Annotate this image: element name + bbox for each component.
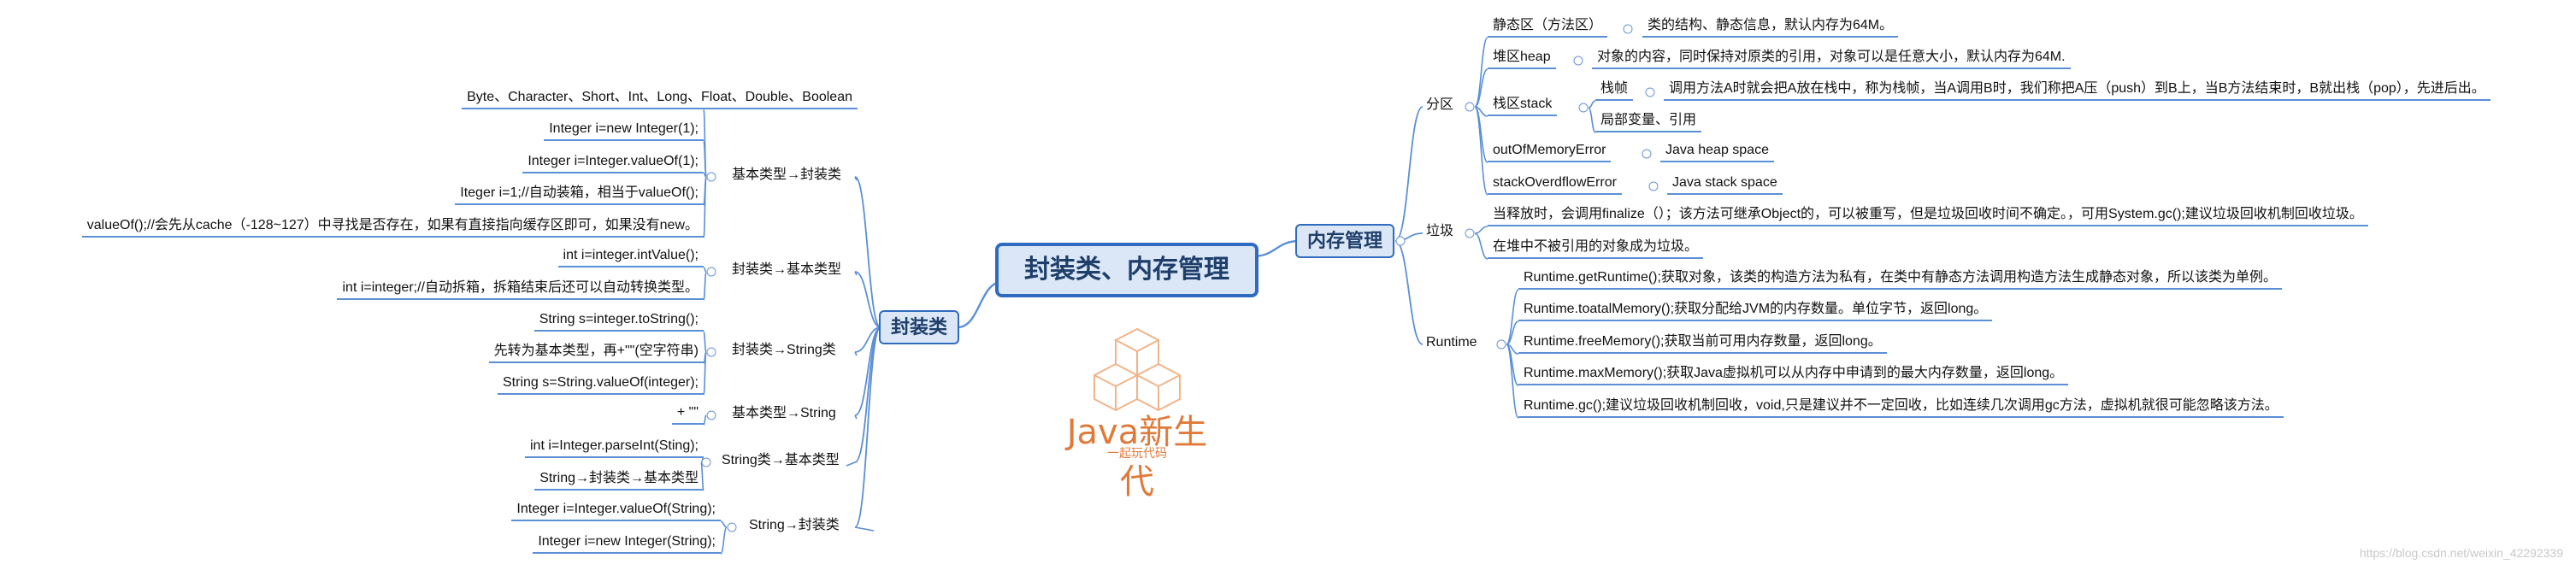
connector-line	[1506, 344, 1519, 419]
collapse-knob[interactable]	[706, 172, 716, 182]
collapse-knob[interactable]	[727, 522, 737, 532]
leaf-stack-locals[interactable]: 局部变量、引用	[1595, 112, 1702, 132]
branch-memory-management[interactable]: 内存管理	[1294, 224, 1395, 258]
collapse-knob[interactable]	[1496, 339, 1506, 350]
connector-line	[854, 271, 858, 276]
connector-line	[1394, 240, 1424, 345]
collapse-knob[interactable]	[706, 347, 716, 357]
logo-subtitle: 一起玩代码	[1107, 446, 1167, 460]
collapse-knob[interactable]	[706, 410, 716, 420]
leaf-string-valueof[interactable]: String s=String.valueOf(integer);	[498, 374, 704, 395]
leaf-concat-empty-string[interactable]: 先转为基本类型，再+""(空字符串)	[488, 343, 704, 363]
leaf-max-memory[interactable]: Runtime.maxMemory();获取Java虚拟机可以从内存中申请到的最…	[1518, 365, 2069, 385]
leaf-wrapper-type-list[interactable]: Byte、Character、Short、Int、Long、Float、Doub…	[462, 89, 858, 109]
collapse-knob[interactable]	[1578, 103, 1589, 113]
connector-line	[703, 351, 707, 396]
collapse-knob[interactable]	[706, 267, 716, 277]
connector-line	[1474, 68, 1488, 108]
topic-primitive-to-string[interactable]: 基本类型→String	[732, 406, 836, 420]
collapse-knob[interactable]	[1573, 56, 1583, 66]
connector-line	[854, 526, 875, 532]
leaf-integer-valueof[interactable]: Integer i=Integer.valueOf(1);	[522, 153, 704, 173]
topic-wrapper-to-primitive[interactable]: 封装类→基本类型	[732, 262, 842, 277]
node-stack-overflow-error[interactable]: stackOverdflowError	[1488, 174, 1622, 195]
leaf-free-memory[interactable]: Runtime.freeMemory();获取当前可用内存数量，返回long。	[1518, 333, 1887, 354]
node-out-of-memory-error[interactable]: outOfMemoryError	[1488, 142, 1612, 162]
connector-line	[1474, 232, 1488, 260]
leaf-new-integer[interactable]: Integer i=new Integer(1);	[544, 120, 704, 141]
connector-line	[703, 271, 707, 301]
leaf-unreferenced-garbage[interactable]: 在堆中不被引用的对象成为垃圾。	[1488, 238, 1704, 259]
connector-line	[703, 414, 707, 426]
leaf-integer-valueof-string[interactable]: Integer i=Integer.valueOf(String);	[511, 501, 721, 521]
leaf-valueof-cache[interactable]: valueOf();//会先从cache（-128~127）中寻找是否存在，如果…	[81, 217, 704, 238]
java-logo-cubes-icon	[1093, 327, 1181, 412]
leaf-autoboxing[interactable]: Iteger i=1;//自动装箱，相当于valueOf();	[455, 185, 704, 205]
leaf-total-memory[interactable]: Runtime.toatalMemory();获取分配给JVM的内存数量。单位字…	[1518, 301, 1993, 321]
topic-string-to-primitive[interactable]: String类→基本类型	[722, 453, 840, 467]
leaf-intvalue[interactable]: int i=integer.intValue();	[557, 247, 704, 267]
connector-line	[1588, 107, 1596, 133]
leaf-parseint[interactable]: int i=Integer.parseInt(Sting);	[525, 438, 704, 458]
connector-line	[1252, 239, 1300, 258]
leaf-autounboxing[interactable]: int i=integer;//自动拆箱，拆箱结束后还可以自动转换类型。	[337, 279, 704, 300]
leaf-static-area-desc[interactable]: 类的结构、静态信息，默认内存为64M。	[1642, 17, 1899, 38]
connector-line	[846, 461, 856, 467]
leaf-heap-desc[interactable]: 对象的内容，同时保持对原类的引用，对象可以是任意大小，默认内存为64M.	[1592, 49, 2071, 69]
collapse-knob[interactable]	[1645, 87, 1655, 97]
collapse-knob[interactable]	[1465, 228, 1475, 238]
topic-partition[interactable]: 分区	[1426, 97, 1454, 112]
connector-line	[854, 176, 881, 328]
leaf-stack-frame-desc[interactable]: 调用方法A时就会把A放在栈中，称为栈帧，当A调用B时，我们称把A压（push）到…	[1664, 80, 2491, 101]
connector-line	[1588, 100, 1596, 109]
topic-primitive-to-wrapper[interactable]: 基本类型→封装类	[732, 167, 842, 182]
topic-garbage[interactable]: 垃圾	[1426, 224, 1454, 238]
logo-text: Java新生代	[1066, 413, 1208, 502]
connector-line	[1474, 37, 1488, 108]
watermark: https://blog.csdn.net/weixin_42292339	[2359, 546, 2563, 560]
connector-line	[1506, 320, 1519, 345]
connector-line	[1474, 226, 1488, 234]
branch-wrapper-classes[interactable]: 封装类	[878, 310, 960, 344]
connector-line	[854, 414, 858, 420]
collapse-knob[interactable]	[1623, 24, 1633, 34]
connector-line	[703, 331, 707, 353]
connector-line	[854, 351, 858, 356]
connector-line	[1506, 289, 1519, 345]
connector-line	[854, 326, 881, 528]
connector-line	[720, 526, 728, 555]
central-topic[interactable]: 封装类、内存管理	[995, 243, 1259, 297]
leaf-string-wrapper-primitive[interactable]: String→封装类→基本类型	[534, 470, 704, 491]
node-heap[interactable]: 堆区heap	[1488, 49, 1556, 69]
connector-line	[854, 176, 858, 181]
collapse-knob[interactable]	[701, 457, 711, 467]
topic-runtime[interactable]: Runtime	[1426, 335, 1477, 350]
leaf-runtime-gc[interactable]: Runtime.gc();建议垃圾回收机制回收，void,只是建议并不一定回收，…	[1518, 397, 2284, 418]
topic-string-to-wrapper[interactable]: String→封装类	[749, 518, 840, 532]
collapse-knob[interactable]	[1642, 149, 1652, 159]
node-stack-frame[interactable]: 栈帧	[1595, 80, 1634, 101]
node-stack[interactable]: 栈区stack	[1488, 96, 1558, 116]
connector-line	[1474, 106, 1488, 196]
collapse-knob[interactable]	[1395, 236, 1406, 246]
leaf-finalize[interactable]: 当释放时，会调用finalize（）；该方法可继承Object的，可以被重写，但…	[1488, 206, 2368, 226]
leaf-get-runtime[interactable]: Runtime.getRuntime();获取对象，该类的构造方法为私有，在类中…	[1518, 269, 2282, 290]
leaf-tostring[interactable]: String s=integer.toString();	[533, 311, 704, 332]
leaf-new-integer-string[interactable]: Integer i=new Integer(String);	[533, 533, 721, 554]
leaf-oom-desc[interactable]: Java heap space	[1660, 142, 1774, 162]
connector-line	[854, 326, 881, 463]
node-static-area[interactable]: 静态区（方法区）	[1488, 17, 1608, 38]
leaf-plus-empty-string[interactable]: + ""	[671, 404, 704, 425]
connector-line	[720, 520, 728, 528]
connector-line	[854, 271, 881, 328]
connector-line	[703, 176, 707, 238]
topic-wrapper-to-string[interactable]: 封装类→String类	[732, 343, 836, 357]
collapse-knob[interactable]	[1648, 181, 1659, 191]
connector-line	[1394, 106, 1424, 242]
leaf-soe-desc[interactable]: Java stack space	[1667, 174, 1783, 195]
collapse-knob[interactable]	[1465, 102, 1475, 112]
